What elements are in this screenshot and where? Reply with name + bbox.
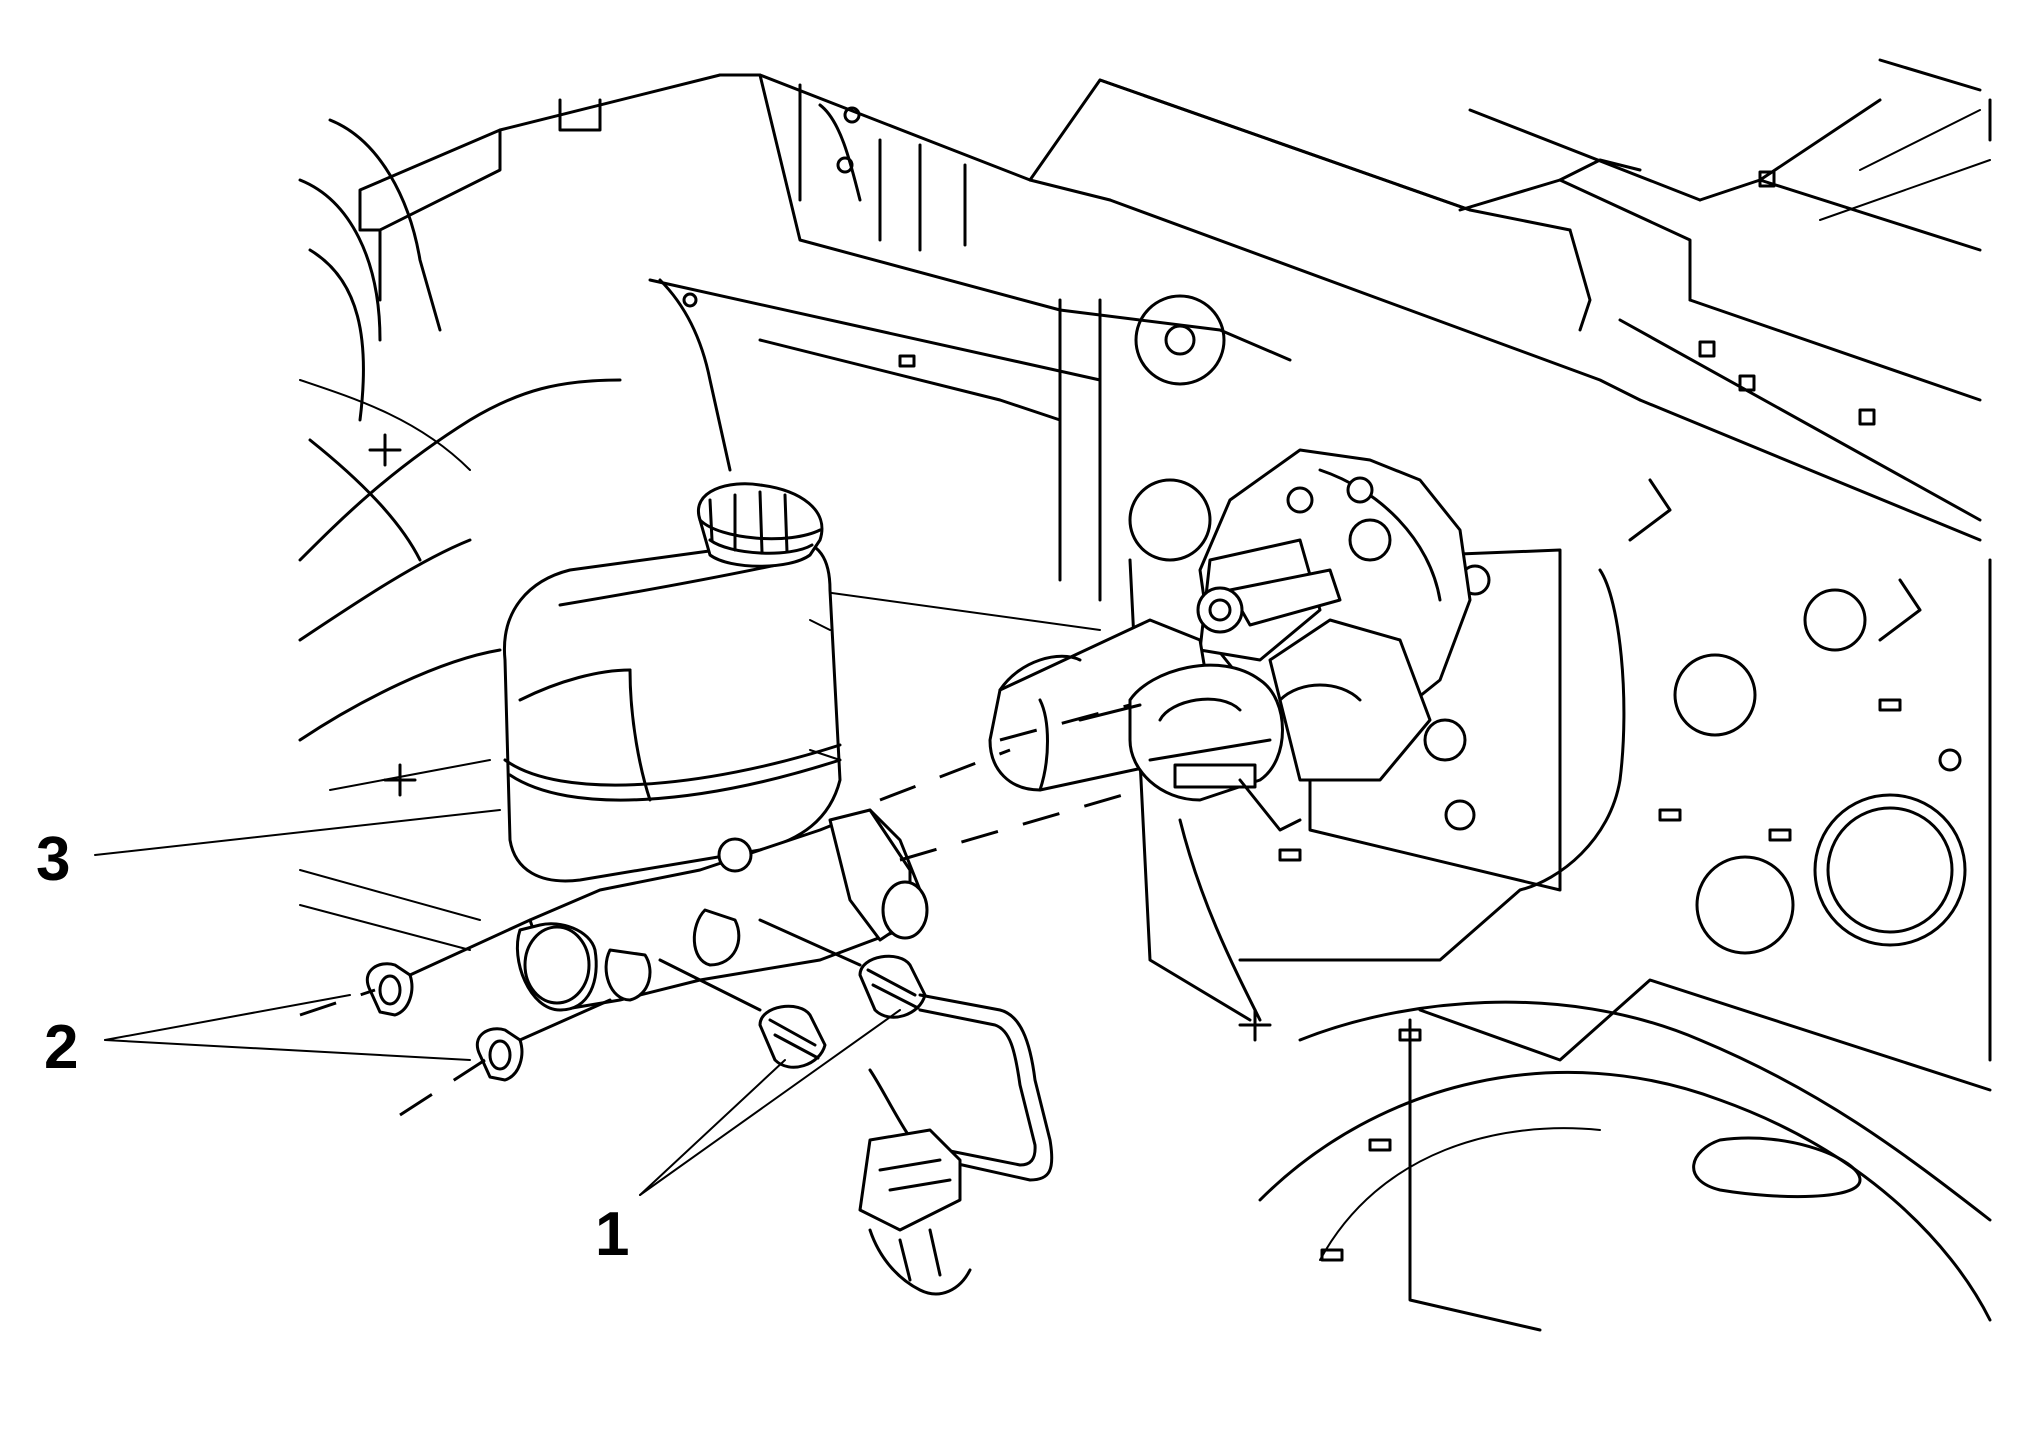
callout-1: 1 <box>595 1200 629 1269</box>
leader-line-2a <box>104 994 351 1041</box>
leader-line-2b <box>104 1039 471 1061</box>
callout-2: 2 <box>44 1013 78 1082</box>
vehicle-body-structure <box>298 58 1992 1332</box>
installation-paths <box>299 703 1141 1117</box>
brake-booster-assembly <box>988 448 1472 832</box>
mounting-nuts <box>366 962 524 1082</box>
callout-leaders <box>94 809 901 1196</box>
callout-labels: 3 2 1 <box>36 825 629 1269</box>
leader-line-1a <box>639 1059 786 1196</box>
leader-line-3 <box>94 809 501 856</box>
callout-3: 3 <box>36 825 70 894</box>
master-cylinder-reservoir <box>502 482 929 1012</box>
panel-studs <box>368 170 1922 1262</box>
leader-line-1b <box>639 1009 901 1196</box>
brake-pipe-fittings <box>758 954 1054 1296</box>
